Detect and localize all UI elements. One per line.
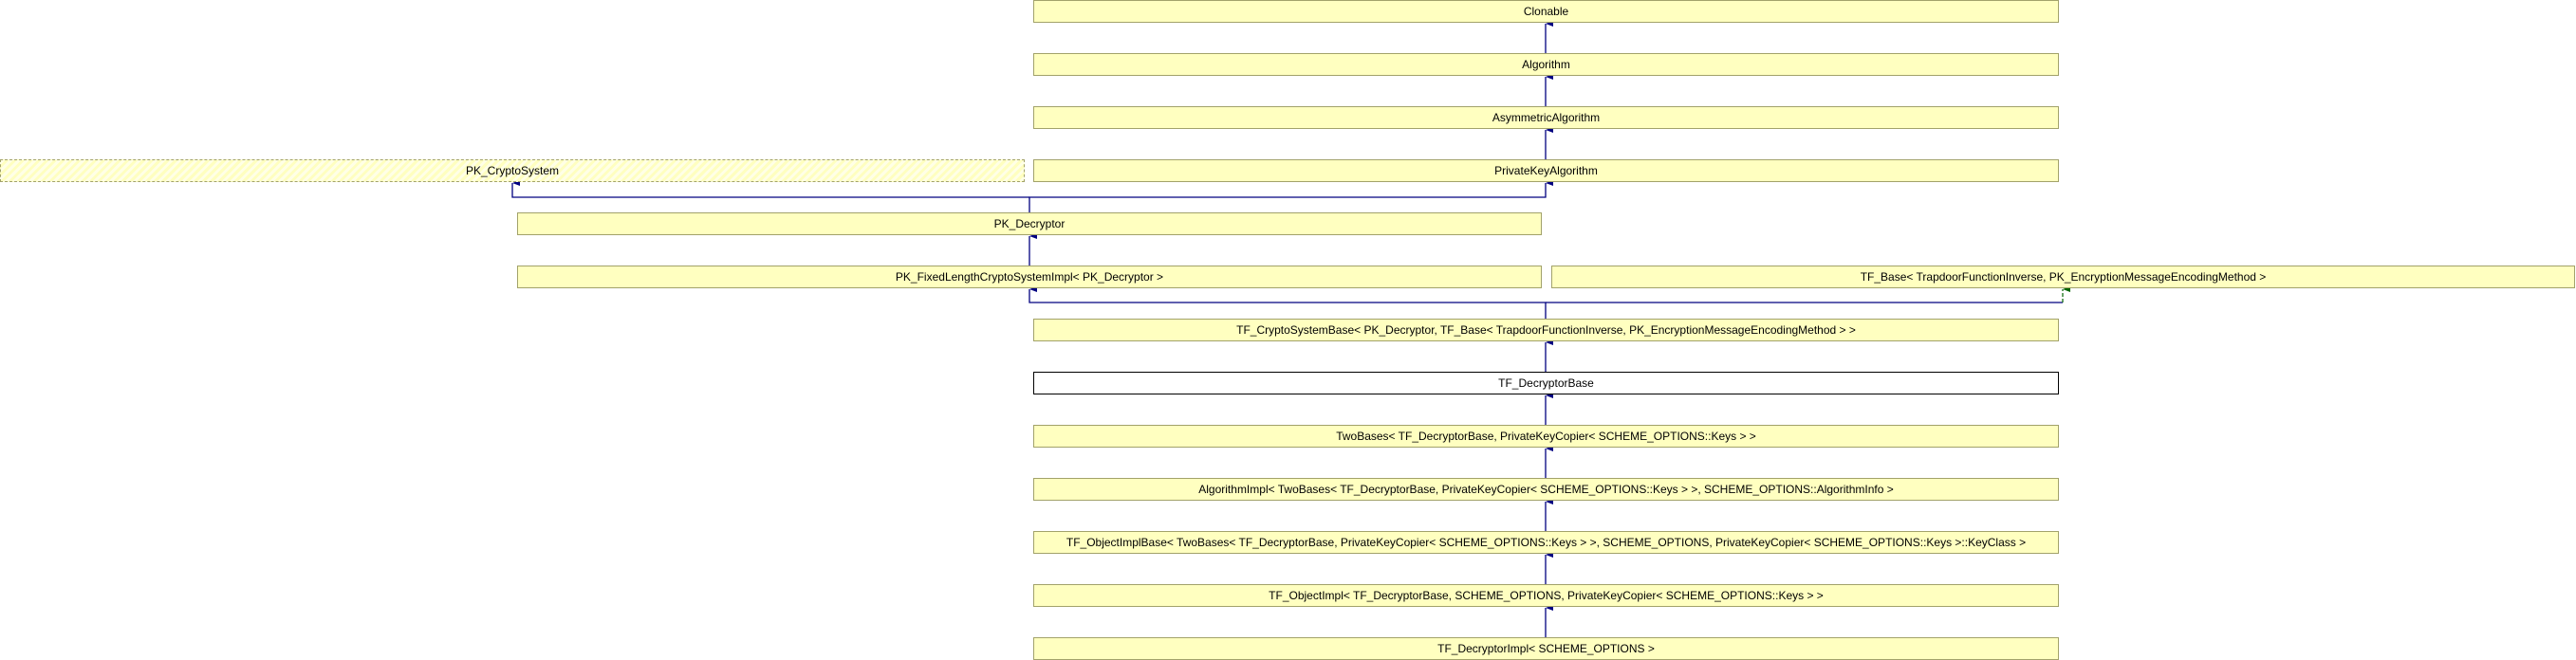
node-label: AsymmetricAlgorithm (1492, 111, 1601, 124)
node-label: TF_CryptoSystemBase< PK_Decryptor, TF_Ba… (1236, 323, 1856, 337)
edge-pkdecryptor-privatekey (1029, 180, 1553, 212)
node-clonable[interactable]: Clonable (1033, 0, 2059, 23)
node-pk-decryptor[interactable]: PK_Decryptor (517, 212, 1542, 235)
node-tf-decryptor-base: TF_DecryptorBase (1033, 372, 2059, 394)
node-asymmetric-algorithm[interactable]: AsymmetricAlgorithm (1033, 106, 2059, 129)
node-label: TwoBases< TF_DecryptorBase, PrivateKeyCo… (1336, 430, 1756, 443)
node-pk-fixed-length-cryptosystem-impl[interactable]: PK_FixedLengthCryptoSystemImpl< PK_Decry… (517, 266, 1542, 288)
node-label: PrivateKeyAlgorithm (1494, 164, 1598, 177)
node-label: TF_ObjectImpl< TF_DecryptorBase, SCHEME_… (1269, 589, 1824, 602)
node-tf-cryptosystem-base[interactable]: TF_CryptoSystemBase< PK_Decryptor, TF_Ba… (1033, 319, 2059, 341)
node-label: TF_DecryptorBase (1498, 376, 1594, 390)
node-label: Clonable (1523, 5, 1569, 18)
node-label: TF_DecryptorImpl< SCHEME_OPTIONS > (1437, 642, 1655, 655)
node-private-key-algorithm[interactable]: PrivateKeyAlgorithm (1033, 159, 2059, 182)
node-tf-object-impl-base[interactable]: TF_ObjectImplBase< TwoBases< TF_Decrypto… (1033, 531, 2059, 554)
node-algorithm-impl[interactable]: AlgorithmImpl< TwoBases< TF_DecryptorBas… (1033, 478, 2059, 501)
node-label: AlgorithmImpl< TwoBases< TF_DecryptorBas… (1198, 483, 1894, 496)
node-label: Algorithm (1522, 58, 1570, 71)
node-tf-decryptor-impl[interactable]: TF_DecryptorImpl< SCHEME_OPTIONS > (1033, 637, 2059, 660)
node-label: PK_Decryptor (993, 217, 1066, 230)
node-pk-cryptosystem[interactable]: PK_CryptoSystem (0, 159, 1025, 182)
node-label: TF_ObjectImplBase< TwoBases< TF_Decrypto… (1066, 536, 2027, 549)
node-tf-object-impl[interactable]: TF_ObjectImpl< TF_DecryptorBase, SCHEME_… (1033, 584, 2059, 607)
node-tf-base[interactable]: TF_Base< TrapdoorFunctionInverse, PK_Enc… (1551, 266, 2575, 288)
node-two-bases[interactable]: TwoBases< TF_DecryptorBase, PrivateKeyCo… (1033, 425, 2059, 448)
node-label: PK_CryptoSystem (465, 164, 560, 177)
node-label: TF_Base< TrapdoorFunctionInverse, PK_Enc… (1860, 270, 2267, 284)
edge-cryptosystembase-fixedlength (1029, 286, 1547, 319)
node-label: PK_FixedLengthCryptoSystemImpl< PK_Decry… (895, 270, 1164, 284)
node-algorithm[interactable]: Algorithm (1033, 53, 2059, 76)
edge-pkdecryptor-cryptosystem (511, 180, 1029, 198)
